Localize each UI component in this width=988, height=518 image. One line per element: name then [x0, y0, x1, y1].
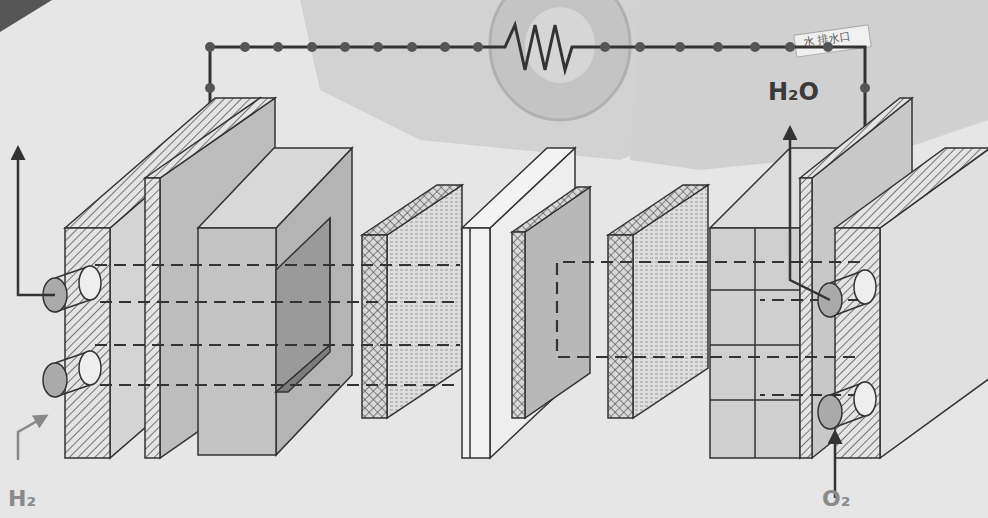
membrane-core-top: [512, 187, 590, 232]
membrane-edge: [469, 228, 471, 458]
electron-dot: [750, 42, 760, 52]
electron-dot: [205, 42, 215, 52]
end-plate-top: [835, 148, 988, 228]
collector-face: [160, 98, 275, 458]
electron-dot: [675, 42, 685, 52]
flow-plate-top: [198, 148, 352, 228]
collector-front: [800, 178, 812, 458]
port: [818, 395, 842, 429]
electron-dot: [240, 42, 250, 52]
channel-line: [95, 264, 460, 266]
collector-top: [145, 98, 275, 178]
diffusion-top: [608, 185, 708, 235]
electron-dot: [440, 42, 450, 52]
diffusion-top: [362, 185, 462, 235]
channel-line: [100, 301, 460, 303]
h2-out-arrow: [18, 148, 55, 295]
channel-line: [760, 299, 860, 301]
h2-in-arrow: [18, 416, 46, 460]
diffusion-front: [362, 235, 387, 418]
channel-line: [100, 384, 460, 386]
port-opening: [79, 351, 101, 385]
electron-dot: [713, 42, 723, 52]
port-opening: [854, 382, 876, 416]
h2o-out-arrow: [790, 128, 830, 300]
collector-front: [145, 178, 160, 458]
collector-top: [800, 98, 912, 178]
electron-dot: [273, 42, 283, 52]
port: [43, 363, 67, 397]
electron-dot: [473, 42, 483, 52]
gas-channels: [95, 262, 860, 395]
reactant-label: O₂: [822, 488, 850, 510]
electron-dot: [407, 42, 417, 52]
electron-dot: [205, 83, 215, 93]
channel-line: [95, 344, 460, 346]
sticker-text: 水 排水口: [802, 31, 851, 49]
cell-stack: [65, 98, 988, 458]
corner-tab: [0, 0, 52, 32]
channel-line: [557, 262, 860, 357]
electron-dot: [600, 42, 610, 52]
electron-dot: [860, 83, 870, 93]
membrane-core-front: [512, 232, 525, 418]
car-rear: [630, 0, 988, 170]
port-opening: [854, 270, 876, 304]
reactant-label: H₂: [8, 488, 36, 510]
ports: [43, 266, 876, 429]
end-plate-front: [65, 228, 110, 458]
flow-arrows: [18, 128, 835, 498]
electron-dot: [307, 42, 317, 52]
electron-dot: [785, 42, 795, 52]
flow-plate-window: [276, 218, 330, 392]
product-label: H₂O: [768, 80, 819, 104]
sticker: [794, 25, 871, 57]
car-wheel: [490, 0, 630, 120]
window-edge: [276, 218, 330, 392]
electron-dot: [340, 42, 350, 52]
port-opening: [79, 266, 101, 300]
flow-plate-front: [198, 228, 276, 455]
circuit-wire: [210, 25, 865, 130]
electron-dot: [635, 42, 645, 52]
electron-dot: [373, 42, 383, 52]
channel-line: [760, 394, 860, 396]
membrane-front: [462, 228, 490, 458]
